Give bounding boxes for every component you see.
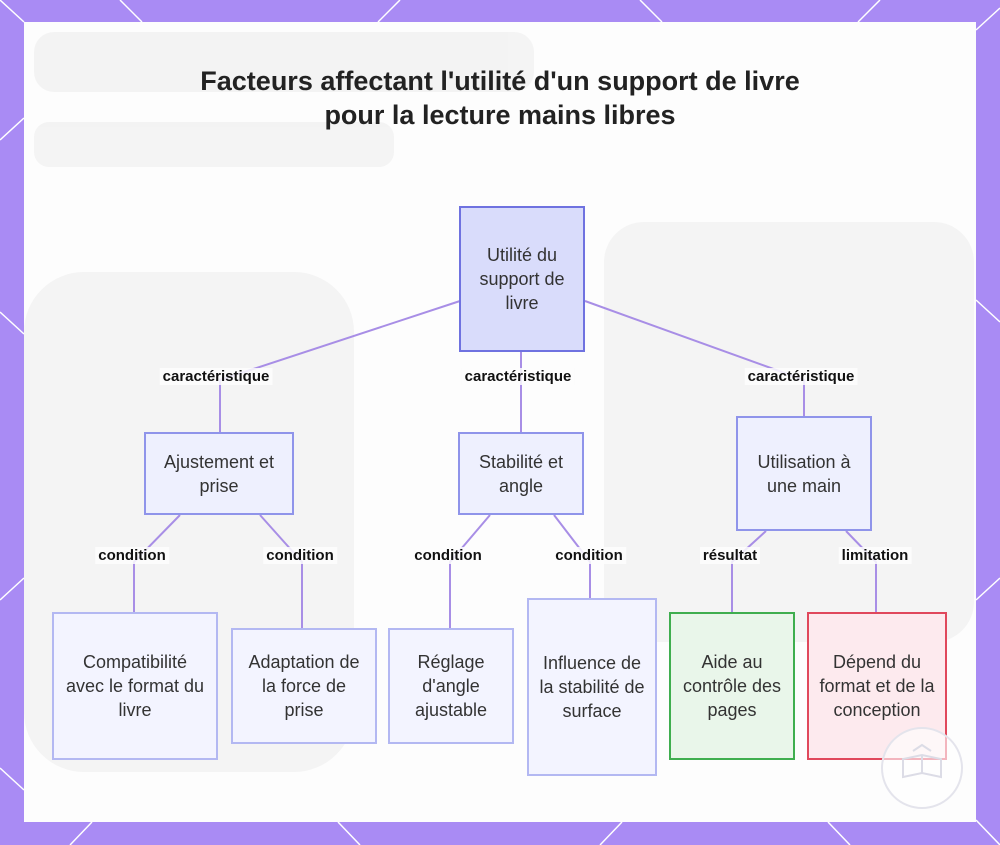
edge-label: condition	[552, 547, 626, 564]
node-label: Adaptation de la force de prise	[248, 652, 360, 720]
edge-label: caractéristique	[461, 368, 575, 385]
book-icon	[902, 743, 942, 779]
edge-label: condition	[95, 547, 169, 564]
edge-root-ajustement	[219, 300, 461, 432]
node-reglage-angle: Réglage d'angle ajustable	[388, 628, 514, 744]
edge-label: caractéristique	[159, 368, 273, 385]
node-ajustement-prise: Ajustement et prise	[144, 432, 294, 515]
node-label: Aide au contrôle des pages	[682, 652, 782, 720]
node-label: Réglage d'angle ajustable	[414, 652, 488, 720]
edge-stabilite-reglage	[449, 514, 491, 628]
edge-ajustement-adaptation	[259, 514, 303, 628]
edge-label: condition	[263, 547, 337, 564]
edge-root-utilisation	[584, 300, 805, 416]
diagram-canvas: Facteurs affectant l'utilité d'un suppor…	[24, 22, 976, 822]
edge-utilisation-depend	[845, 530, 877, 612]
node-adaptation-force: Adaptation de la force de prise	[231, 628, 377, 744]
edge-label: limitation	[838, 547, 912, 564]
node-influence-stabilite: Influence de la stabilité de surface	[527, 598, 657, 776]
node-label: Utilisation à une main	[757, 451, 851, 496]
node-depend-format-conception: Dépend du format et de la conception	[807, 612, 947, 760]
node-label: Dépend du format et de la conception	[819, 652, 935, 720]
edge-utilisation-aide	[731, 530, 767, 612]
node-utilite-support: Utilité du support de livre	[459, 206, 585, 352]
node-stabilite-angle: Stabilité et angle	[458, 432, 584, 515]
diagram-title: Facteurs affectant l'utilité d'un suppor…	[200, 66, 800, 130]
node-label: Ajustement et prise	[163, 451, 275, 496]
node-label: Influence de la stabilité de surface	[539, 653, 645, 721]
node-label: Stabilité et angle	[478, 451, 564, 496]
edge-label: caractéristique	[744, 368, 858, 385]
edge-label: condition	[411, 547, 485, 564]
node-compatibilite-format: Compatibilité avec le format du livre	[52, 612, 218, 760]
node-utilisation-une-main: Utilisation à une main	[736, 416, 872, 531]
node-aide-controle-pages: Aide au contrôle des pages	[669, 612, 795, 760]
watermark-logo	[881, 727, 963, 809]
node-label: Utilité du support de livre	[479, 245, 565, 313]
edge-label: résultat	[699, 547, 761, 564]
node-label: Compatibilité avec le format du livre	[65, 652, 205, 720]
